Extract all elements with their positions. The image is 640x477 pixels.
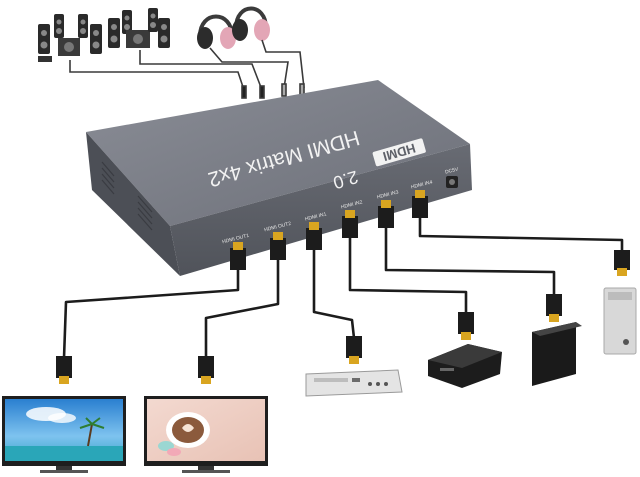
set-top-box: [428, 344, 502, 388]
headphones-right: [232, 9, 270, 42]
game-console: [532, 322, 582, 386]
dvd-player: [306, 370, 402, 396]
hdmi-plug-tv2: [198, 356, 214, 384]
hdmi-plug-console: [546, 294, 562, 322]
headphones-left: [197, 17, 236, 50]
hdmi-plug-settop: [458, 312, 474, 340]
desktop-pc: [604, 288, 636, 354]
hdmi-plug-dvd: [346, 336, 362, 364]
speaker-system-right: [108, 8, 170, 48]
hdmi-plug-tv1: [56, 356, 72, 384]
tv-coffee: [144, 396, 268, 473]
speaker-system-left: [38, 14, 102, 62]
hdmi-plug-pc: [614, 250, 630, 276]
tv-beach: [2, 396, 126, 473]
audio-cables: [70, 40, 304, 98]
